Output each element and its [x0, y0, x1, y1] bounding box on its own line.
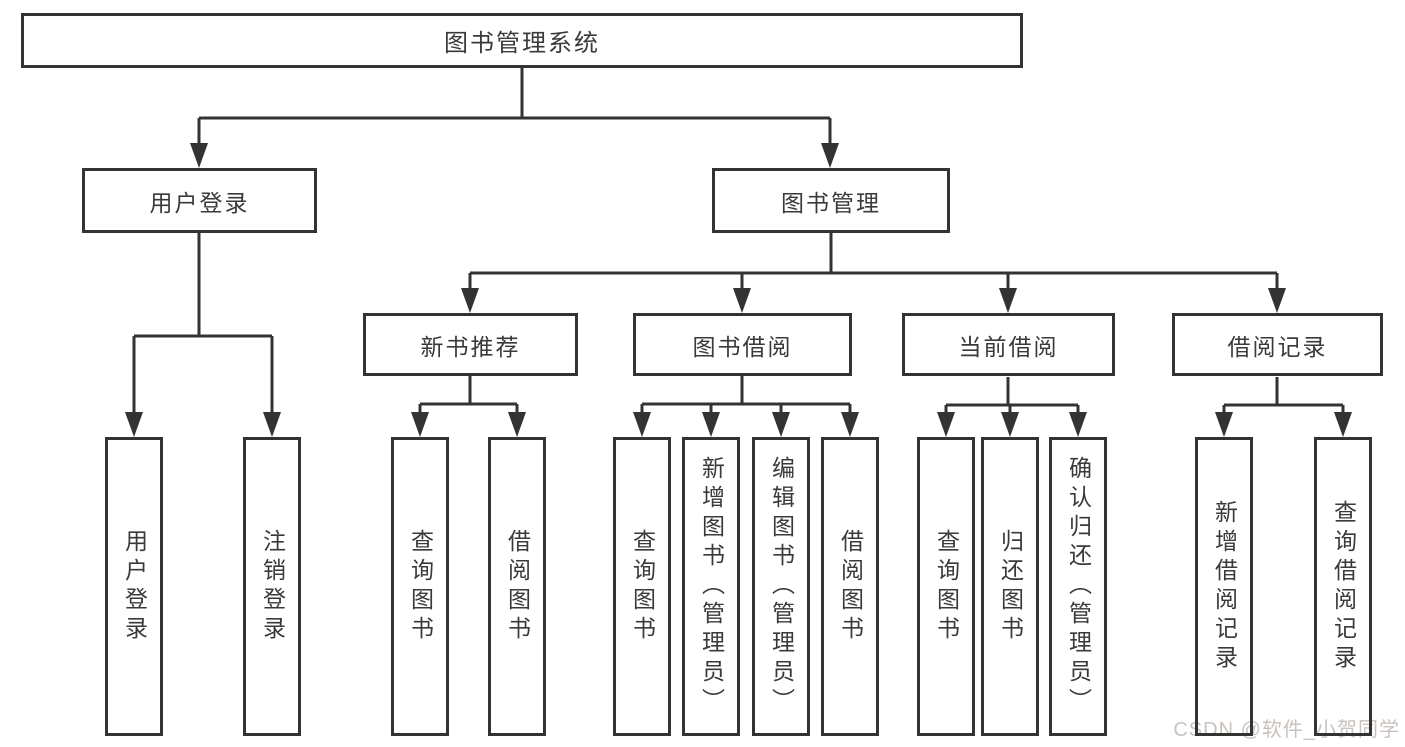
node-label: 归还图书 [997, 528, 1024, 645]
leaf-logout: 注销登录 [243, 437, 301, 736]
node-label: 图书借阅 [692, 333, 793, 360]
node-label: 确认归还（管理员） [1065, 456, 1092, 717]
node-book-management: 图书管理 [712, 168, 950, 233]
node-label: 借阅图书 [504, 528, 531, 645]
node-label: 用户登录 [149, 189, 250, 216]
arrowheads [125, 143, 1352, 437]
leaf-query-borrow-record: 查询借阅记录 [1314, 437, 1372, 736]
leaf-confirm-return-admin: 确认归还（管理员） [1049, 437, 1107, 736]
node-label: 图书管理 [781, 189, 881, 216]
node-label: 新增图书（管理员） [698, 456, 725, 717]
node-new-book-recommend: 新书推荐 [363, 313, 578, 376]
leaf-query-books-recommend: 查询图书 [391, 437, 449, 736]
node-label: 查询图书 [407, 528, 434, 645]
leaf-user-login: 用户登录 [105, 437, 163, 736]
leaf-add-book-admin: 新增图书（管理员） [682, 437, 740, 736]
leaf-return-book: 归还图书 [981, 437, 1039, 736]
node-label: 新增借阅记录 [1211, 499, 1238, 674]
node-book-borrowing: 图书借阅 [633, 313, 852, 376]
node-current-borrowing: 当前借阅 [902, 313, 1115, 376]
node-label: 编辑图书（管理员） [768, 456, 795, 717]
node-library-management-system: 图书管理系统 [21, 13, 1023, 68]
node-user-login: 用户登录 [82, 168, 317, 233]
node-label: 当前借阅 [958, 333, 1059, 360]
node-label: 查询图书 [629, 528, 656, 645]
leaf-edit-book-admin: 编辑图书（管理员） [752, 437, 810, 736]
leaf-borrow-books-borrowing: 借阅图书 [821, 437, 879, 736]
node-label: 注销登录 [259, 528, 286, 645]
leaf-query-books-current: 查询图书 [917, 437, 975, 736]
node-borrowing-records: 借阅记录 [1172, 313, 1383, 376]
node-label: 用户登录 [121, 528, 148, 645]
leaf-borrow-books-recommend: 借阅图书 [488, 437, 546, 736]
node-label: 新书推荐 [420, 333, 521, 360]
leaf-query-books-borrowing: 查询图书 [613, 437, 671, 736]
node-label: 借阅记录 [1227, 333, 1328, 360]
node-label: 查询借阅记录 [1330, 499, 1357, 674]
leaf-add-borrow-record: 新增借阅记录 [1195, 437, 1253, 736]
node-label: 借阅图书 [837, 528, 864, 645]
node-label: 图书管理系统 [444, 30, 600, 57]
node-label: 查询图书 [933, 528, 960, 645]
csdn-watermark: CSDN @软件_小贺同学 [1173, 719, 1400, 741]
